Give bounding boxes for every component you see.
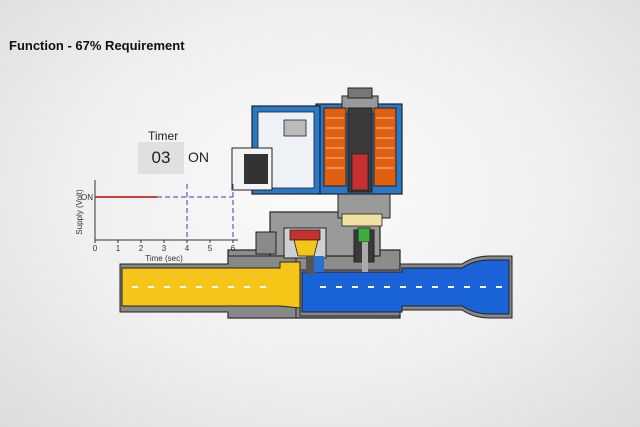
- x-tick-label-3: 3: [162, 244, 167, 253]
- x-tick-label-5: 5: [208, 244, 213, 253]
- timer-state: ON: [188, 149, 209, 165]
- x-tick-label-1: 1: [116, 244, 121, 253]
- valve-seat: [283, 213, 383, 274]
- x-tick-label-4: 4: [185, 244, 190, 253]
- x-tick-label-2: 2: [139, 244, 144, 253]
- connector-box: [231, 105, 321, 195]
- timer-display: 03: [138, 142, 184, 174]
- timer-label: Timer: [148, 129, 179, 143]
- y-tick-label-on: ON: [81, 193, 93, 202]
- x-axis-label: Time (sec): [145, 254, 183, 263]
- page-title: Function - 67% Requirement: [9, 38, 185, 53]
- outlet-pipe: [299, 255, 513, 319]
- supply-chart: 0 1 2 3 4 5 6 ON Time (sec) Supply (Volt): [75, 180, 238, 263]
- x-tick-label-0: 0: [93, 244, 98, 253]
- x-tick-label-6: 6: [231, 244, 236, 253]
- inlet-pipe: [119, 255, 301, 319]
- coil-housing: [315, 87, 403, 195]
- y-axis-label: Supply (Volt): [75, 189, 84, 235]
- timer-value: 03: [151, 148, 171, 167]
